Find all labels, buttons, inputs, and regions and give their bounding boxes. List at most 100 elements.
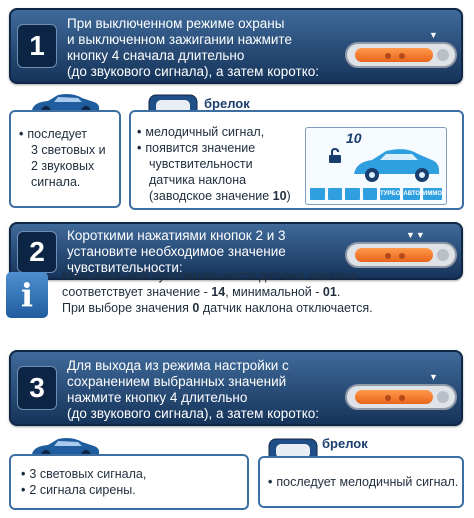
- key-fob-button-illustration: [345, 42, 457, 68]
- step-instruction: Для выхода из режима настройки с сохране…: [67, 358, 319, 422]
- bullet-text: последует мелодичный сигнал.: [276, 475, 459, 489]
- note-text: При выборе значения: [62, 301, 193, 315]
- step-instruction: При выключенном режиме охраны и выключен…: [67, 16, 319, 80]
- bullet-text: мелодичный сигнал,: [145, 125, 265, 139]
- result-car-box: •3 световых сигнала, •2 сигнала сирены.: [9, 454, 249, 510]
- bullet-line: чувствительности: [137, 156, 291, 172]
- bullet-text: датчика наклона: [149, 173, 247, 187]
- result-fob-box: •последует мелодичный сигнал.: [258, 456, 464, 508]
- fob-button-dot: [399, 53, 405, 59]
- step-line: (до звукового сигнала), а затем коротко:: [67, 406, 320, 421]
- info-icon: i: [6, 272, 48, 318]
- lcd-icon-row: ТУРБО АВТО ИММО: [310, 188, 442, 200]
- bullet-line: •3 световых сигнала,: [21, 466, 146, 482]
- bullet-line: •2 сигнала сирены.: [21, 482, 146, 498]
- bullet-dot: •: [268, 475, 273, 489]
- fob-end-button: [437, 49, 449, 61]
- bullet-dot: •: [21, 483, 26, 497]
- info-note: Максимальной чувствительности датчика на…: [62, 268, 356, 284]
- bullet-text: сигнала.: [31, 175, 81, 189]
- bullet-line: •мелодичный сигнал,: [137, 124, 291, 140]
- fob-end-button: [437, 249, 449, 261]
- step-line: нажмите кнопку 4 длительно: [67, 390, 248, 405]
- fob-button-dot: [385, 253, 391, 259]
- bullet-line: •последует: [19, 126, 106, 142]
- unlock-icon: [329, 148, 341, 163]
- step-number: 3: [17, 366, 57, 410]
- fob-button-dot: [385, 53, 391, 59]
- lcd-status-icon: [310, 188, 325, 200]
- lcd-value: 10: [346, 130, 362, 146]
- press-mark-icon: ▼: [429, 372, 439, 382]
- press-mark-icon: ▼▼: [406, 230, 426, 240]
- note-text: соответствует значение -: [62, 285, 212, 299]
- result-fob-list: •мелодичный сигнал, •появится значение ч…: [137, 124, 291, 204]
- step-number: 1: [17, 24, 57, 68]
- bullet-dot: •: [137, 125, 142, 139]
- bullet-line: •появится значение: [137, 140, 291, 156]
- key-fob-button-illustration: [345, 384, 457, 410]
- bullet-line: сигнала.: [19, 174, 106, 190]
- info-note-line-3: При выборе значения 0 датчик наклона отк…: [62, 300, 373, 316]
- note-text: , минимальной -: [225, 285, 323, 299]
- step-line: чувствительности:: [67, 260, 183, 275]
- bullet-line: 2 звуковых: [19, 158, 106, 174]
- step-line: и выключенном зажигании нажмите: [67, 32, 292, 47]
- bullet-text: появится значение: [145, 141, 256, 155]
- bullet-line: 3 световых и: [19, 142, 106, 158]
- key-fob-button-illustration: [345, 242, 457, 268]
- bullet-text: последует: [27, 127, 87, 141]
- step-3-panel: 3 Для выхода из режима настройки с сохра…: [9, 350, 463, 426]
- bullet-text: (заводское значение: [149, 189, 273, 203]
- step-line: сохранением выбранных значений: [67, 374, 287, 389]
- fob-buttons: [355, 390, 433, 404]
- lcd-status-icon: [362, 188, 377, 200]
- note-text: .: [336, 285, 341, 299]
- step-1-panel: 1 При выключенном режиме охраны и выключ…: [9, 8, 463, 84]
- fob-button-dot: [399, 395, 405, 401]
- bullet-dot: •: [19, 127, 24, 141]
- result-fob-list: •последует мелодичный сигнал.: [268, 474, 458, 490]
- note-line: Максимальной чувствительности датчика на…: [62, 269, 357, 283]
- bullet-text: 3 световых и: [31, 143, 106, 157]
- step-line: установите необходимое значение: [67, 244, 286, 259]
- off-value: 0: [192, 301, 200, 315]
- bullet-line: датчика наклона: [137, 172, 291, 188]
- fob-end-button: [437, 391, 449, 403]
- note-text: датчик наклона отключается.: [199, 301, 373, 315]
- step-line: При выключенном режиме охраны: [67, 16, 285, 31]
- min-value: 01: [322, 285, 337, 299]
- bullet-line: (заводское значение 10): [137, 188, 291, 204]
- info-note-line-2: соответствует значение - 14, минимальной…: [62, 284, 340, 300]
- result-car-box: •последует 3 световых и 2 звуковых сигна…: [9, 110, 121, 208]
- lcd-immo-icon: ИММО: [423, 188, 442, 200]
- lcd-status-icon: [345, 188, 360, 200]
- bullet-text: 3 световых сигнала,: [29, 467, 147, 481]
- car-icon: [354, 149, 440, 182]
- fob-label: брелок: [322, 436, 368, 451]
- bullet-text: 2 сигнала сирены.: [29, 483, 136, 497]
- step-instruction: Короткими нажатиями кнопок 2 и 3 установ…: [67, 228, 286, 276]
- fob-button-dot: [399, 253, 405, 259]
- fob-label: брелок: [204, 96, 250, 111]
- step-line: Для выхода из режима настройки с: [67, 358, 289, 373]
- lcd-turbo-icon: ТУРБО: [380, 188, 401, 200]
- step-line: (до звукового сигнала), а затем коротко:: [67, 64, 320, 79]
- bullet-dot: •: [21, 467, 26, 481]
- factory-value: 10: [272, 189, 287, 203]
- bullet-dot: •: [137, 141, 142, 155]
- step-line: кнопку 4 сначала длительно: [67, 48, 245, 63]
- result-car-list: •3 световых сигнала, •2 сигнала сирены.: [21, 466, 146, 498]
- lcd-status-icon: [327, 188, 342, 200]
- step-number: 2: [17, 231, 57, 273]
- max-value: 14: [211, 285, 226, 299]
- bullet-text: 2 звуковых: [31, 159, 95, 173]
- fob-lcd-display: 10 ТУРБО АВТО ИММО: [305, 127, 447, 205]
- fob-button-dot: [385, 395, 391, 401]
- step-2-panel: 2 Короткими нажатиями кнопок 2 и 3 устан…: [9, 222, 463, 280]
- lcd-auto-icon: АВТО: [403, 188, 421, 200]
- press-mark-icon: ▼: [429, 30, 439, 40]
- fob-buttons: [355, 248, 433, 262]
- result-car-list: •последует 3 световых и 2 звуковых сигна…: [19, 126, 106, 190]
- bullet-text: чувствительности: [149, 157, 253, 171]
